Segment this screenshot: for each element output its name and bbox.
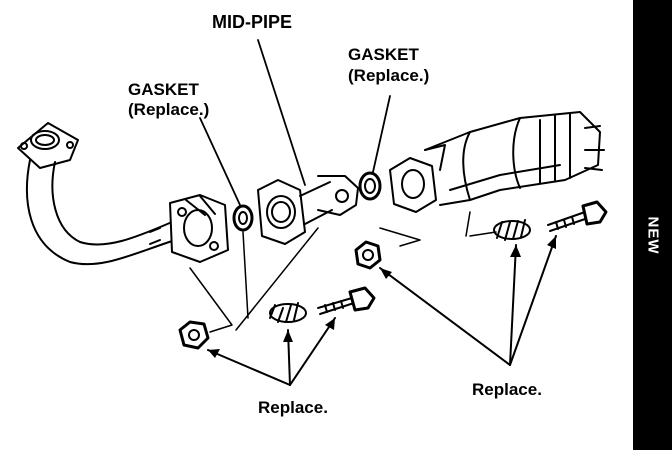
- bolt-right: [547, 200, 608, 232]
- gasket-right: [358, 171, 382, 201]
- spring-right: [493, 219, 531, 241]
- replace-arrows-left: [207, 317, 336, 386]
- replace-arrows-right: [379, 235, 557, 366]
- label-replace-right: Replace.: [472, 380, 542, 399]
- front-pipe: [17, 122, 176, 266]
- side-tab-label: NEW: [644, 216, 661, 254]
- label-gasket-left-note: (Replace.): [128, 100, 210, 119]
- label-replace-bottom: Replace.: [258, 398, 328, 417]
- label-gasket-right-title: GASKET: [348, 45, 419, 64]
- hardware-left: [178, 286, 376, 350]
- arrowheads: [208, 236, 556, 358]
- assembly-lines: [189, 211, 497, 333]
- hardware-right: [354, 200, 608, 270]
- side-tab: NEW: [633, 0, 672, 450]
- label-gasket-left-title: GASKET: [128, 80, 199, 99]
- mid-pipe-pointer: [257, 39, 306, 186]
- front-pipe-flange: [169, 194, 229, 263]
- catalytic-converter: [389, 111, 605, 213]
- gasket-left: [232, 204, 254, 232]
- mid-pipe: [257, 175, 359, 245]
- bolt-left: [317, 286, 376, 315]
- pointer-lines: [199, 39, 391, 206]
- spring-left: [269, 302, 307, 323]
- gasket-left-pointer: [199, 117, 241, 206]
- label-mid-pipe: MID-PIPE: [212, 12, 293, 32]
- gasket-right-pointer: [372, 95, 391, 173]
- label-gasket-right-note: (Replace.): [348, 66, 430, 85]
